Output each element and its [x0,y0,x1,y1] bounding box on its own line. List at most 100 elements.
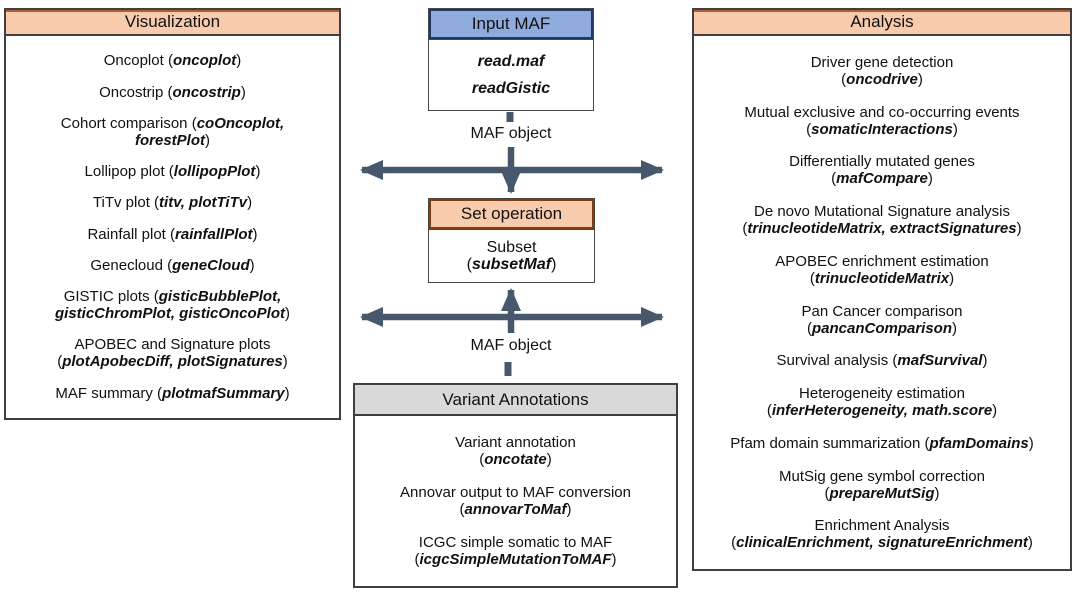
function-name: prepareMutSig [829,484,935,502]
text-segment: MAF summary ( [55,384,163,402]
item-line: (mafCompare) [789,170,975,187]
text-segment: Annovar output to MAF conversion [400,484,631,501]
list-item: MutSig gene symbol correction(prepareMut… [779,468,985,502]
item-line: (plotApobecDiff, plotSignatures) [57,353,288,370]
text-segment: ( [479,451,485,468]
text-segment: ( [809,269,815,287]
list-item: Lollipop plot (lollipopPlot) [85,163,261,180]
function-name: pfamDomains [929,434,1029,452]
text-segment: APOBEC and Signature plots [74,336,271,354]
function-name: trinucleotideMatrix [814,269,950,287]
text-segment: ) [252,225,258,243]
function-name: forestPlot [134,131,205,149]
list-item: Annovar output to MAF conversion(annovar… [400,484,631,518]
text-segment: Subset [486,239,537,256]
list-item: Differentially mutated genes(mafCompare) [789,153,975,187]
list-item: Cohort comparison (coOncoplot,forestPlot… [61,115,284,149]
item-line: Oncostrip (oncostrip) [99,84,246,101]
list-item: Survival analysis (mafSurvival) [777,352,988,369]
text-segment: Survival analysis ( [776,352,898,370]
function-name: annovarToMaf [464,501,567,518]
item-line: Variant annotation [455,434,576,451]
text-segment: ) [934,484,940,502]
item-line: (subsetMaf) [467,256,557,273]
list-item: APOBEC and Signature plots(plotApobecDif… [57,336,288,370]
item-line: Lollipop plot (lollipopPlot) [85,163,261,180]
panel-analysis: Analysis Driver gene detection(oncodrive… [692,8,1072,571]
list-item: read.maf [478,53,545,70]
panel-variant-annotations: Variant Annotations Variant annotation(o… [353,383,678,588]
text-segment: Heterogeneity estimation [799,385,965,402]
item-line: Rainfall plot (rainfallPlot) [87,226,257,243]
list-item: Heterogeneity estimation(inferHeterogene… [767,385,997,419]
list-item: Driver gene detection(oncodrive) [811,54,954,88]
panel-visualization-title: Visualization [6,10,339,36]
text-segment: ( [57,353,63,371]
text-segment: ) [285,305,291,323]
item-line: gisticChromPlot, gisticOncoPlot) [55,305,290,322]
text-segment: ( [414,551,420,568]
text-segment: ) [1016,220,1022,237]
list-item: Variant annotation(oncotate) [455,434,576,468]
text-segment: Oncoplot ( [103,52,173,70]
item-line: Heterogeneity estimation [767,385,997,402]
text-segment: Enrichment Analysis [814,517,950,535]
text-segment: Oncostrip ( [99,83,173,101]
function-name: oncoplot [172,52,237,70]
list-item: De novo Mutational Signature analysis(tr… [742,203,1021,237]
list-item: Pfam domain summarization (pfamDomains) [730,435,1033,452]
text-segment: ) [917,70,923,88]
text-segment: ICGC simple somatic to MAF [418,534,613,551]
item-line: Subset [467,239,557,256]
text-segment: ) [205,131,210,149]
text-segment: ) [992,402,998,419]
text-segment: ( [831,170,837,188]
text-segment: GISTIC plots ( [63,288,159,306]
item-line: (inferHeterogeneity, math.score) [767,402,997,419]
function-name: somaticInteractions [811,120,953,138]
text-segment: ( [806,319,812,337]
maf-object-label-top: MAF object [470,125,552,142]
text-segment: Mutual exclusive and co-occurring events [744,103,1020,121]
function-name: read.maf [477,52,545,70]
text-segment: ) [952,319,957,337]
item-line: (trinucleotideMatrix, extractSignatures) [742,220,1021,237]
item-line: MutSig gene symbol correction [779,468,985,485]
function-name: mafCompare [836,170,928,188]
function-name: oncostrip [172,83,241,101]
text-segment: ( [742,220,748,237]
function-name: geneCloud [172,256,250,274]
item-line: Enrichment Analysis [731,517,1033,534]
panel-analysis-title: Analysis [694,10,1070,36]
function-name: lollipopPlot [173,163,256,181]
list-item: ICGC simple somatic to MAF(icgcSimpleMut… [415,534,617,568]
box-set-operation-title: Set operation [429,199,594,230]
text-segment: ) [927,170,933,188]
item-line: readGistic [472,80,550,97]
text-segment: ( [841,70,847,88]
list-item: readGistic [472,80,550,97]
list-item: TiTv plot (titv, plotTiTv) [93,194,252,211]
item-line: Driver gene detection [811,54,954,71]
text-segment: Driver gene detection [810,53,954,71]
list-item: APOBEC enrichment estimation(trinucleoti… [775,253,988,287]
item-line: MAF summary (plotmafSummary) [55,385,289,402]
text-segment: ) [1027,534,1033,552]
list-item: Subset(subsetMaf) [467,239,557,273]
function-name: subsetMaf [471,256,552,273]
item-line: Differentially mutated genes [789,153,975,170]
text-segment: Rainfall plot ( [87,225,176,243]
panel-analysis-body: Driver gene detection(oncodrive) Mutual e… [694,36,1070,569]
function-name: coOncoplot, [196,114,285,132]
function-name: rainfallPlot [175,225,253,243]
item-line: (prepareMutSig) [779,485,985,502]
function-name: pancanComparison [811,319,952,337]
text-segment: ) [255,163,261,181]
list-item: Rainfall plot (rainfallPlot) [87,226,257,243]
box-set-operation-body: Subset(subsetMaf) [429,230,594,282]
list-item: Genecloud (geneCloud) [90,257,254,274]
item-line: Mutual exclusive and co-occurring events [744,104,1019,121]
text-segment: ( [824,484,830,502]
